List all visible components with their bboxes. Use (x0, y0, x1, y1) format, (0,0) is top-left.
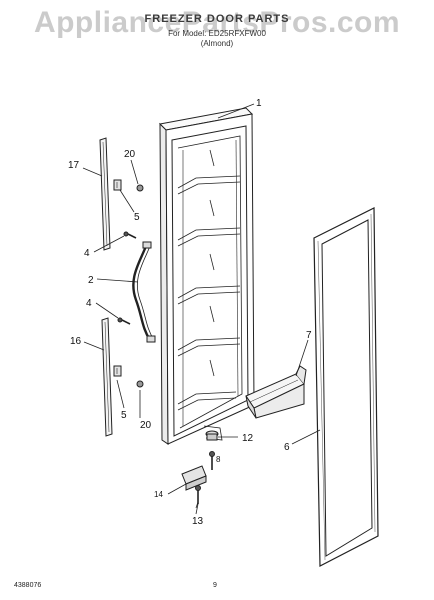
hinge-pin-screw (209, 451, 215, 470)
handle-screw-upper (123, 231, 137, 239)
callout-5-upper: 5 (134, 212, 140, 223)
callout-labels: 1 17 20 5 4 2 4 16 7 5 20 12 6 14 8 13 (68, 98, 312, 527)
plug-button-upper (136, 184, 144, 192)
callout-6: 6 (284, 442, 290, 453)
hinge-bushing (205, 430, 219, 441)
model-subtitle: For Model: ED25RFXFW00 (168, 29, 266, 38)
watermark-text: AppliancePartsPros.com (33, 6, 401, 39)
callout-7: 7 (306, 330, 312, 341)
door-handle (132, 241, 156, 343)
callout-5-lower: 5 (121, 410, 127, 421)
callout-4-lower: 4 (86, 298, 92, 309)
trim-clip-lower (113, 365, 122, 377)
trim-clip-upper (113, 179, 122, 191)
document-number: 4388076 (14, 582, 42, 589)
handle-screw-lower (117, 317, 131, 325)
callout-12: 12 (242, 433, 254, 444)
leader-lines (82, 103, 321, 515)
plug-button-lower (136, 380, 144, 388)
freezer-door-panel (158, 107, 255, 445)
door-bin (245, 365, 307, 419)
callout-16: 16 (70, 336, 82, 347)
callout-1: 1 (256, 98, 262, 109)
callout-14: 14 (154, 490, 163, 499)
hinge-mounting-screw (195, 485, 201, 504)
hinge-bracket (181, 465, 207, 491)
callout-4-upper: 4 (84, 248, 90, 259)
diagram-title: FREEZER DOOR PARTS (144, 13, 290, 25)
door-shelf-ridges (177, 149, 241, 411)
callout-8: 8 (216, 455, 221, 464)
callout-20-upper: 20 (124, 149, 136, 160)
door-gasket (313, 207, 379, 567)
callout-13: 13 (192, 516, 204, 527)
door-trim-upper (99, 137, 111, 251)
callout-2: 2 (88, 275, 94, 286)
door-trim-lower (101, 317, 113, 437)
color-subtitle: (Almond) (200, 39, 234, 48)
page-number: 9 (213, 582, 217, 589)
callout-17: 17 (68, 160, 80, 171)
callout-20-lower: 20 (140, 420, 152, 431)
